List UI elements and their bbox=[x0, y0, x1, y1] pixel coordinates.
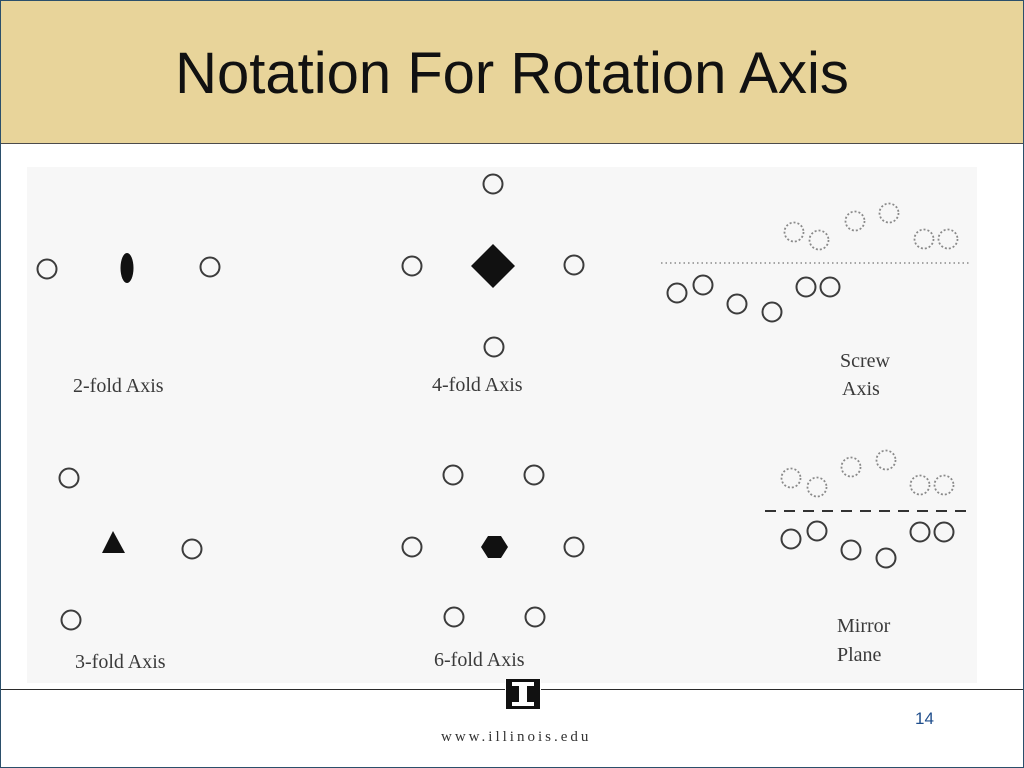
screw-axis-label-line2: Axis bbox=[842, 378, 880, 400]
three-fold-atom-top bbox=[58, 467, 80, 489]
screw-atom-dotted bbox=[937, 228, 959, 250]
three-fold-axis-label: 3-fold Axis bbox=[75, 651, 166, 673]
four-fold-atom-left bbox=[401, 255, 423, 277]
four-fold-atom-top bbox=[482, 173, 504, 195]
footer-url: www.illinois.edu bbox=[441, 729, 592, 745]
four-fold-symbol bbox=[471, 244, 515, 288]
screw-atom bbox=[795, 276, 817, 298]
screw-atom-dotted bbox=[913, 228, 935, 250]
mirror-atom-dotted bbox=[806, 476, 828, 498]
mirror-atom bbox=[875, 547, 897, 569]
mirror-atom bbox=[806, 520, 828, 542]
screw-atom-dotted bbox=[878, 202, 900, 224]
symmetry-diagram bbox=[36, 173, 971, 631]
screw-atom-dotted bbox=[808, 229, 830, 251]
three-fold-atom-bottom bbox=[60, 609, 82, 631]
screw-atom bbox=[666, 282, 688, 304]
screw-atom bbox=[761, 301, 783, 323]
screw-axis-label-line1: Screw bbox=[840, 350, 890, 372]
six-fold-atom bbox=[563, 536, 585, 558]
three-fold-atom-right bbox=[181, 538, 203, 560]
six-fold-atom bbox=[442, 464, 464, 486]
two-fold-symbol bbox=[120, 253, 134, 283]
six-fold-axis-label: 6-fold Axis bbox=[434, 649, 525, 671]
two-fold-axis-label: 2-fold Axis bbox=[73, 375, 164, 397]
six-fold-symbol bbox=[481, 536, 508, 558]
four-fold-atom-right bbox=[563, 254, 585, 276]
page-number: 14 bbox=[915, 709, 934, 728]
title-banner: Notation For Rotation Axis bbox=[1, 1, 1023, 144]
mirror-atom-dotted bbox=[840, 456, 862, 478]
illinois-block-i-logo bbox=[505, 679, 541, 711]
six-fold-atom bbox=[523, 464, 545, 486]
three-fold-symbol bbox=[102, 531, 125, 553]
mirror-atom-dotted bbox=[780, 467, 802, 489]
two-fold-atom-left bbox=[36, 258, 58, 280]
mirror-atom bbox=[909, 521, 931, 543]
six-fold-atom bbox=[524, 606, 546, 628]
two-fold-atom-right bbox=[199, 256, 221, 278]
mirror-plane-label-line1: Mirror bbox=[837, 615, 891, 637]
mirror-atom bbox=[933, 521, 955, 543]
screw-atom bbox=[819, 276, 841, 298]
six-fold-atom bbox=[443, 606, 465, 628]
symmetry-notation-figure: 2-fold Axis 4-fold Axis Screw Axis 3-fol… bbox=[27, 167, 977, 683]
mirror-atom-dotted bbox=[933, 474, 955, 496]
mirror-atom bbox=[840, 539, 862, 561]
four-fold-atom-bottom bbox=[483, 336, 505, 358]
mirror-atom bbox=[780, 528, 802, 550]
screw-atom bbox=[692, 274, 714, 296]
screw-atom bbox=[726, 293, 748, 315]
screw-atom-dotted bbox=[783, 221, 805, 243]
four-fold-axis-label: 4-fold Axis bbox=[432, 374, 523, 396]
slide-title: Notation For Rotation Axis bbox=[175, 41, 849, 106]
mirror-atom-dotted bbox=[875, 449, 897, 471]
mirror-atom-dotted bbox=[909, 474, 931, 496]
six-fold-atom bbox=[401, 536, 423, 558]
screw-atom-dotted bbox=[844, 210, 866, 232]
mirror-plane-label-line2: Plane bbox=[837, 644, 882, 666]
